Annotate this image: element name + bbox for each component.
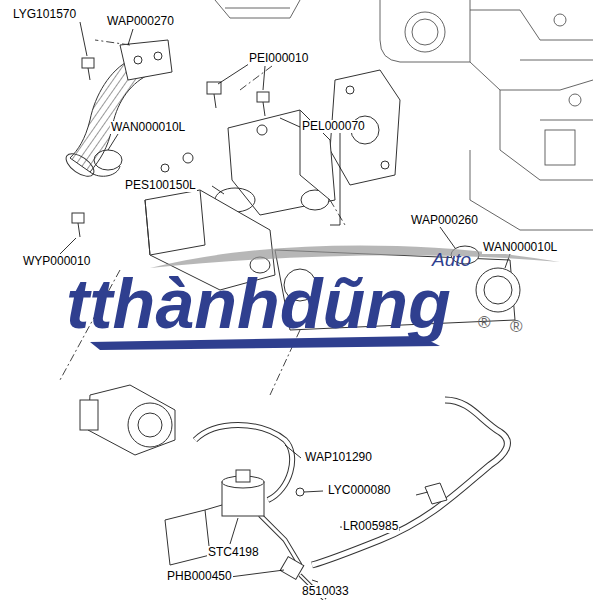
part-number: WAP101290 (304, 451, 373, 464)
part-number: PHB000450 (166, 570, 233, 583)
part-number: PEL000070 (301, 120, 366, 133)
part-number: WAN000010L (110, 121, 186, 134)
egr-hose (62, 40, 172, 181)
registered-mark: ® (510, 318, 523, 337)
registered-mark: ® (478, 314, 491, 333)
part-number: LR005985 (342, 520, 399, 533)
part-number: 8510033 (301, 585, 350, 598)
part-number: LYC000080 (327, 484, 392, 497)
engine-block (215, 0, 593, 230)
vacuum-hoses (195, 400, 507, 600)
part-number: WAP000260 (410, 214, 479, 227)
watermark-auto: Auto (432, 250, 471, 271)
solenoid (165, 470, 304, 565)
leader-lines (60, 22, 510, 582)
part-number: STC4198 (207, 546, 260, 559)
part-number: LYG101570 (12, 8, 77, 21)
part-number: PEI000010 (248, 52, 309, 65)
part-number: WAN000010L (482, 241, 558, 254)
part-number: PES100150L (124, 179, 197, 192)
filter-and-clip (280, 483, 447, 579)
lower-egr-valve (80, 385, 175, 455)
part-number: WAP000270 (106, 15, 175, 28)
watermark: tthànhdũng (66, 266, 451, 343)
